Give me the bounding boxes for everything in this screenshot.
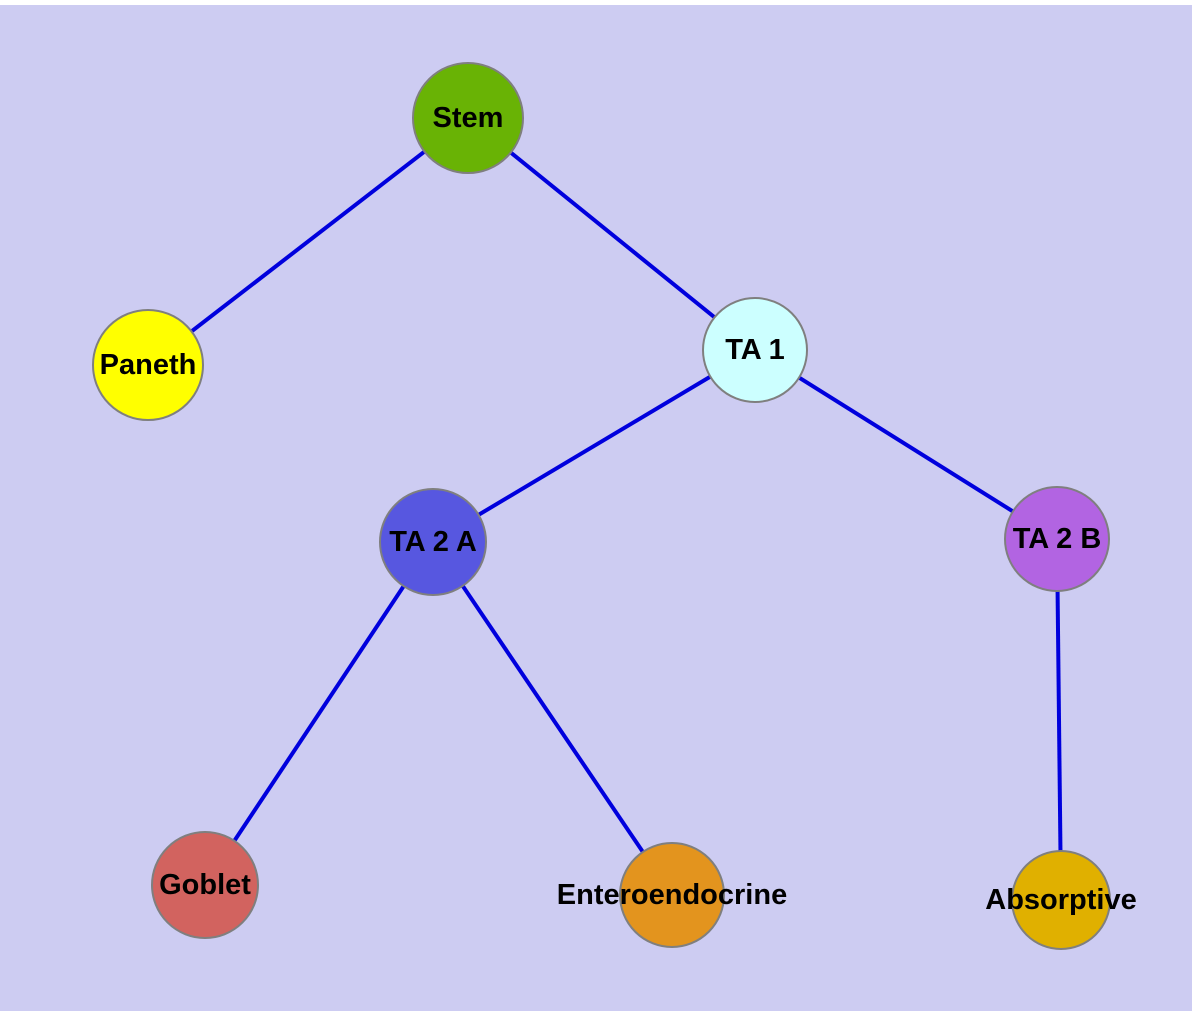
node-paneth-circle [92, 309, 204, 421]
node-absorptive-circle [1011, 850, 1111, 950]
node-paneth-label: Paneth [100, 349, 197, 381]
node-goblet-circle [151, 831, 259, 939]
node-goblet-label: Goblet [159, 869, 251, 901]
node-enteroendocrine-label: Enteroendocrine [557, 879, 787, 911]
node-ta-2-b-label: TA 2 B [1013, 523, 1102, 555]
edge-stem-ta-1 [466, 116, 757, 352]
node-ta-1: TA 1 [702, 297, 808, 403]
node-ta-1-circle [702, 297, 808, 403]
edge-ta-2-a-goblet [203, 540, 435, 887]
node-goblet: Goblet [151, 831, 259, 939]
node-stem: Stem [412, 62, 524, 174]
node-ta-2-b-circle [1004, 486, 1110, 592]
node-stem-label: Stem [433, 102, 504, 134]
node-paneth: Paneth [92, 309, 204, 421]
edge-stem-paneth [146, 116, 470, 367]
node-ta-2-b: TA 2 B [1004, 486, 1110, 592]
node-ta-2-a: TA 2 A [379, 488, 487, 596]
node-enteroendocrine-circle [619, 842, 725, 948]
node-ta-2-a-circle [379, 488, 487, 596]
edge-ta-2-b-absorptive [1055, 538, 1063, 901]
node-stem-circle [412, 62, 524, 174]
node-enteroendocrine: Enteroendocrine [557, 842, 787, 948]
node-ta-2-a-label: TA 2 A [389, 526, 477, 558]
node-absorptive-label: Absorptive [985, 884, 1136, 916]
node-ta-1-label: TA 1 [725, 334, 785, 366]
edge-ta-2-a-enteroendocrine [431, 540, 674, 897]
node-absorptive: Absorptive [985, 850, 1137, 950]
edges-layer [146, 116, 1063, 901]
edge-ta-1-ta-2-a [431, 348, 757, 544]
edge-ta-1-ta-2-b [753, 348, 1059, 541]
